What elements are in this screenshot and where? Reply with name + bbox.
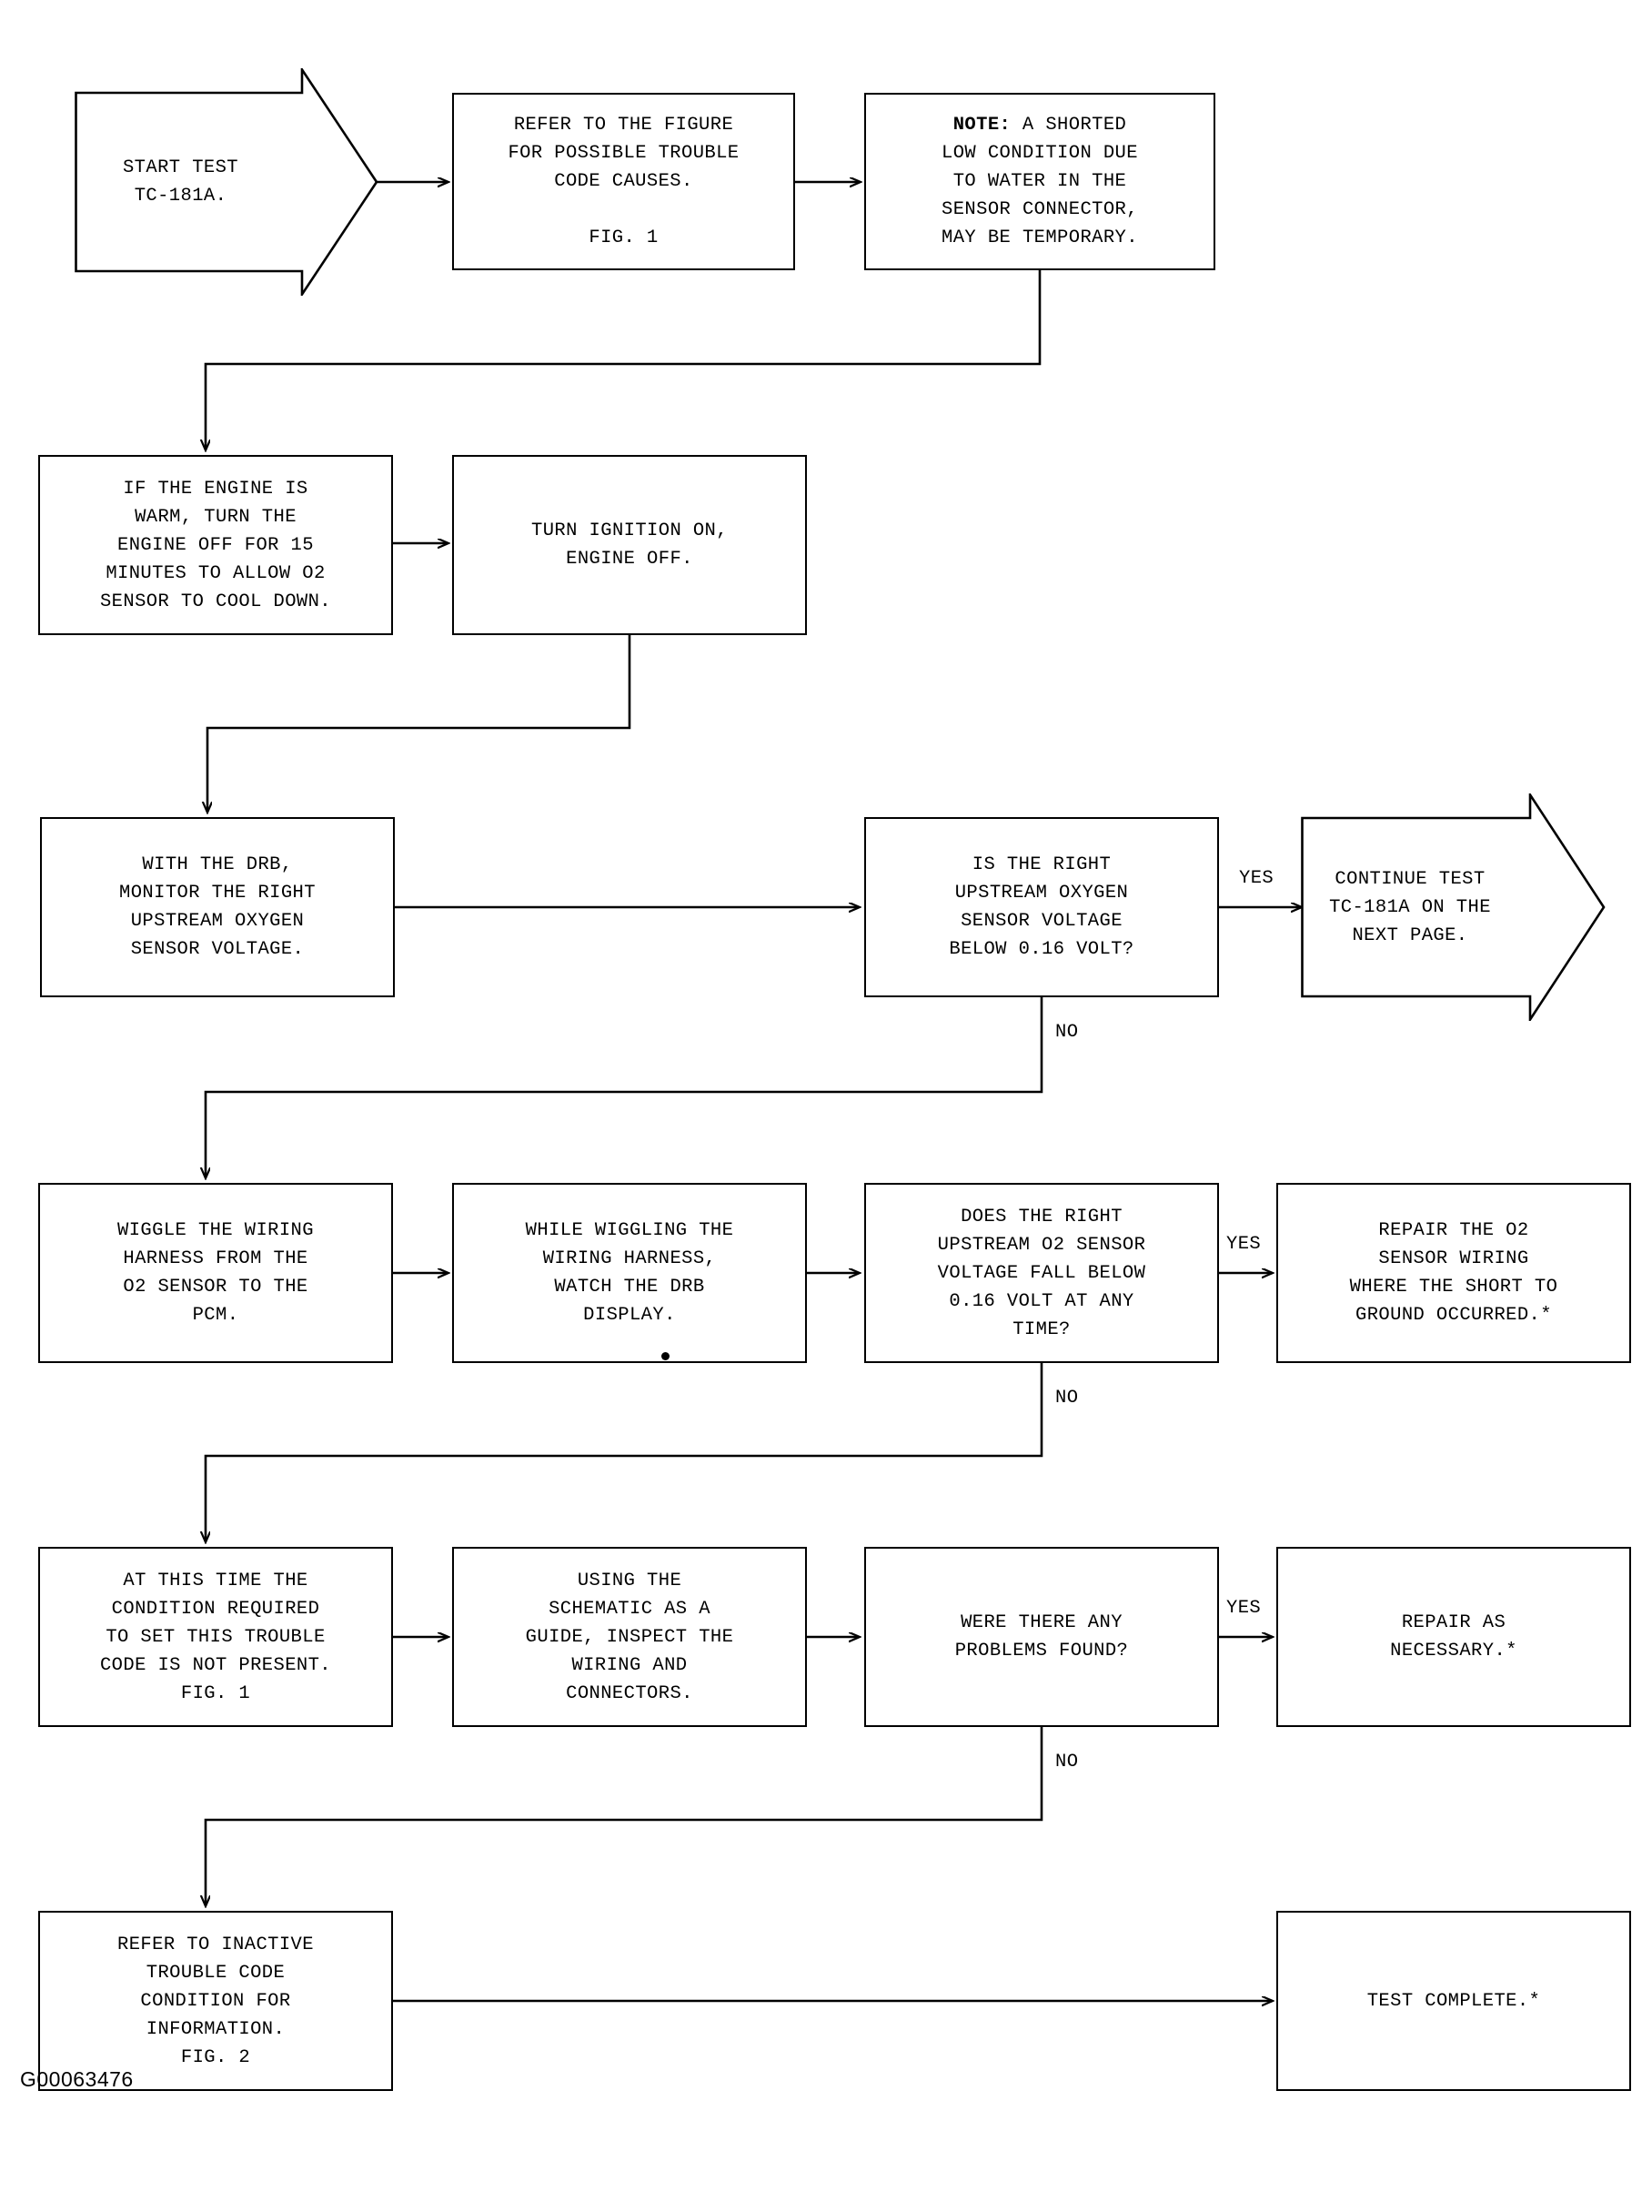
node-inspect-wiring[interactable]: USING THE SCHEMATIC AS A GUIDE, INSPECT … (452, 1547, 807, 1727)
node-engine-warm[interactable]: IF THE ENGINE IS WARM, TURN THE ENGINE O… (38, 455, 393, 635)
edge-problems-no (206, 1727, 1043, 1905)
node-wiggle-harness[interactable]: WIGGLE THE WIRING HARNESS FROM THE O2 SE… (38, 1183, 393, 1363)
node-watch-drb-label: WHILE WIGGLING THE WIRING HARNESS, WATCH… (525, 1220, 734, 1326)
node-start[interactable]: START TEST TC-181A. (75, 68, 378, 296)
node-repair-necessary[interactable]: REPAIR AS NECESSARY.* (1276, 1547, 1631, 1727)
node-ignition-on[interactable]: TURN IGNITION ON, ENGINE OFF. (452, 455, 807, 635)
edge-label-no-3: NO (1055, 1752, 1079, 1773)
node-is-below-016[interactable]: IS THE RIGHT UPSTREAM OXYGEN SENSOR VOLT… (864, 817, 1219, 997)
node-wiggle-harness-label: WIGGLE THE WIRING HARNESS FROM THE O2 SE… (117, 1220, 314, 1326)
node-test-complete[interactable]: TEST COMPLETE.* (1276, 1911, 1631, 2091)
node-does-fall-below[interactable]: DOES THE RIGHT UPSTREAM O2 SENSOR VOLTAG… (864, 1183, 1219, 1363)
edge-doesfall-no (206, 1363, 1043, 1541)
edge-isbelow-no (206, 997, 1043, 1177)
note-keyword: NOTE: (952, 115, 1012, 136)
pentagon-outline-continue (1301, 793, 1606, 1021)
edge-ignition-to-monitor (207, 635, 631, 812)
edge-label-no-2: NO (1055, 1388, 1079, 1409)
node-note-shorted[interactable]: NOTE: A SHORTED LOW CONDITION DUE TO WAT… (864, 93, 1215, 270)
node-not-present-label: AT THIS TIME THE CONDITION REQUIRED TO S… (99, 1570, 332, 1704)
edge-label-yes-1: YES (1239, 868, 1274, 889)
edge-label-yes-3: YES (1226, 1598, 1262, 1619)
node-refer-figure[interactable]: REFER TO THE FIGURE FOR POSSIBLE TROUBLE… (452, 93, 795, 270)
node-not-present[interactable]: AT THIS TIME THE CONDITION REQUIRED TO S… (38, 1547, 393, 1727)
node-refer-figure-label: REFER TO THE FIGURE FOR POSSIBLE TROUBLE… (508, 115, 740, 248)
edge-label-no-1: NO (1055, 1022, 1079, 1043)
node-problems-found[interactable]: WERE THERE ANY PROBLEMS FOUND? (864, 1547, 1219, 1727)
pentagon-outline-start (75, 68, 378, 296)
node-inactive-code-label: REFER TO INACTIVE TROUBLE CODE CONDITION… (117, 1934, 314, 2068)
node-start-label: START TEST TC-181A. (122, 157, 239, 207)
node-monitor-drb-label: WITH THE DRB, MONITOR THE RIGHT UPSTREAM… (119, 854, 316, 960)
node-problems-found-label: WERE THERE ANY PROBLEMS FOUND? (954, 1612, 1129, 1662)
node-does-fall-below-label: DOES THE RIGHT UPSTREAM O2 SENSOR VOLTAG… (937, 1206, 1146, 1340)
node-repair-wiring-label: REPAIR THE O2 SENSOR WIRING WHERE THE SH… (1349, 1220, 1558, 1326)
node-watch-drb[interactable]: WHILE WIGGLING THE WIRING HARNESS, WATCH… (452, 1183, 807, 1363)
note-body: A SHORTED LOW CONDITION DUE TO WATER IN … (942, 115, 1138, 248)
node-engine-warm-label: IF THE ENGINE IS WARM, TURN THE ENGINE O… (99, 478, 332, 612)
node-inactive-code[interactable]: REFER TO INACTIVE TROUBLE CODE CONDITION… (38, 1911, 393, 2091)
edge-label-yes-2: YES (1226, 1234, 1262, 1255)
node-inspect-wiring-label: USING THE SCHEMATIC AS A GUIDE, INSPECT … (525, 1570, 734, 1704)
node-continue-next-page[interactable]: CONTINUE TEST TC-181A ON THE NEXT PAGE. (1301, 793, 1606, 1021)
node-note-shorted-label: NOTE: A SHORTED LOW CONDITION DUE TO WAT… (936, 111, 1143, 252)
node-repair-necessary-label: REPAIR AS NECESSARY.* (1390, 1612, 1517, 1662)
figure-id-label: G00063476 (20, 2067, 134, 2091)
edge-note-to-engine-warm (206, 270, 1042, 449)
node-ignition-on-label: TURN IGNITION ON, ENGINE OFF. (531, 520, 728, 570)
node-repair-wiring[interactable]: REPAIR THE O2 SENSOR WIRING WHERE THE SH… (1276, 1183, 1631, 1363)
node-monitor-drb[interactable]: WITH THE DRB, MONITOR THE RIGHT UPSTREAM… (40, 817, 395, 997)
node-test-complete-label: TEST COMPLETE.* (1366, 1990, 1541, 2012)
node-is-below-016-label: IS THE RIGHT UPSTREAM OXYGEN SENSOR VOLT… (949, 854, 1134, 960)
ink-speck (661, 1352, 670, 1360)
node-continue-next-page-label: CONTINUE TEST TC-181A ON THE NEXT PAGE. (1329, 868, 1491, 946)
